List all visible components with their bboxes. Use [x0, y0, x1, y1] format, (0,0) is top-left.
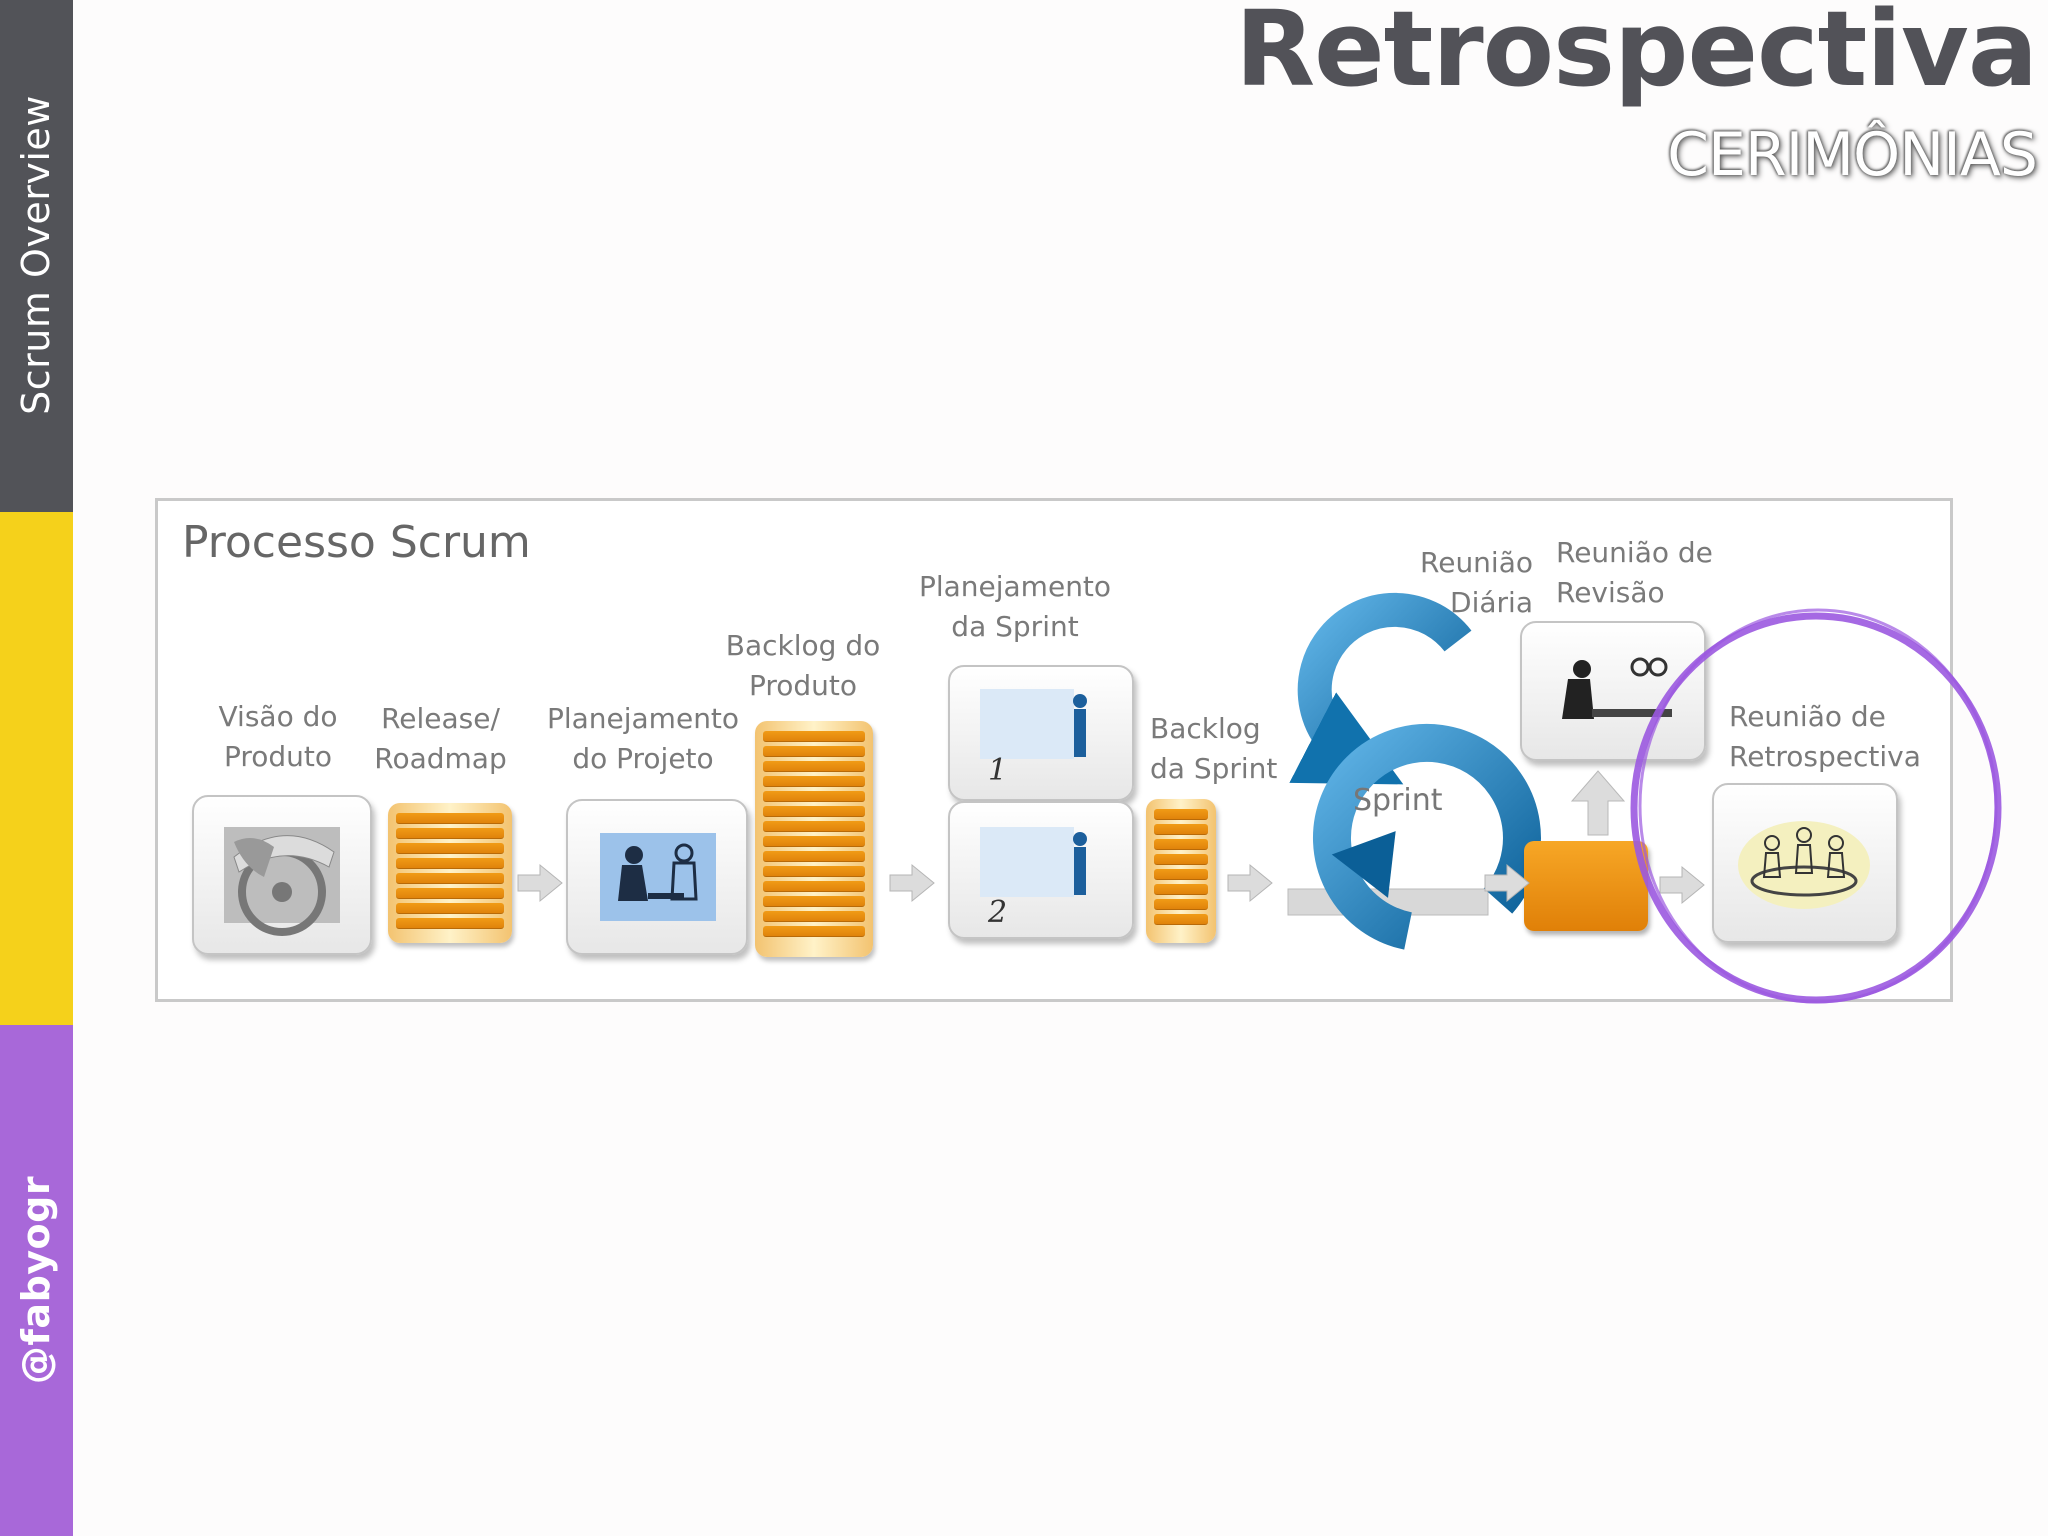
review-illustration-icon	[1562, 657, 1672, 719]
presenter-illustration-icon	[980, 827, 1087, 897]
sidebar-band-top	[0, 0, 73, 512]
product-increment-block	[1524, 841, 1648, 931]
product-backlog-stack	[755, 721, 873, 957]
step-label-sprint-planning: Planejamento da Sprint	[918, 570, 1112, 643]
team-table-illustration-icon	[1738, 821, 1870, 909]
flow-arrow-icon	[889, 863, 935, 903]
meeting-illustration-icon	[600, 833, 716, 921]
sidebar-band-middle	[0, 512, 73, 1025]
sprint-cycle-graphic	[1287, 592, 1541, 950]
presenter-illustration-icon	[980, 689, 1087, 759]
step-label-product-backlog: Backlog do Produto	[725, 629, 881, 702]
ship-wheel-illustration-icon	[224, 827, 340, 936]
page-title: Retrospectiva	[1235, 0, 2038, 110]
step-label-roadmap: Release/ Roadmap	[374, 702, 507, 775]
flow-arrow-icon	[517, 863, 563, 903]
flow-arrow-icon	[1484, 863, 1530, 903]
sprint-planning-card-1: 1	[948, 665, 1134, 801]
sprint-planning-number-2: 2	[988, 895, 1008, 930]
step-label-daily-meeting: Reunião Diária	[1420, 546, 1533, 619]
roadmap-backlog-stack	[388, 803, 512, 943]
step-label-retrospective: Reunião de Retrospectiva	[1729, 700, 1921, 773]
project-planning-card	[566, 799, 748, 955]
step-label-sprint-backlog: Backlog da Sprint	[1150, 712, 1278, 785]
arrow-up-icon	[1570, 770, 1626, 836]
sprint-planning-number-1: 1	[988, 753, 1008, 788]
sprint-planning-card-2: 2	[948, 801, 1134, 939]
flow-arrow-icon	[1659, 865, 1705, 905]
page-subtitle: CERIMÔNIAS	[1667, 120, 2038, 190]
retrospective-card	[1712, 783, 1898, 943]
diagram-title: Processo Scrum	[182, 517, 531, 568]
step-label-review: Reunião de Revisão	[1556, 536, 1713, 609]
sprint-cycle-label: Sprint	[1353, 783, 1443, 818]
sidebar-band-bottom	[0, 1025, 73, 1536]
sprint-backlog-stack	[1146, 799, 1216, 943]
vision-card	[192, 795, 372, 955]
scrum-process-diagram: Processo Scrum Visão do Produto Release/…	[155, 498, 1953, 1002]
step-label-project-planning: Planejamento do Projeto	[546, 702, 740, 775]
flow-arrow-icon	[1227, 863, 1273, 903]
step-label-vision: Visão do Produto	[218, 700, 338, 773]
